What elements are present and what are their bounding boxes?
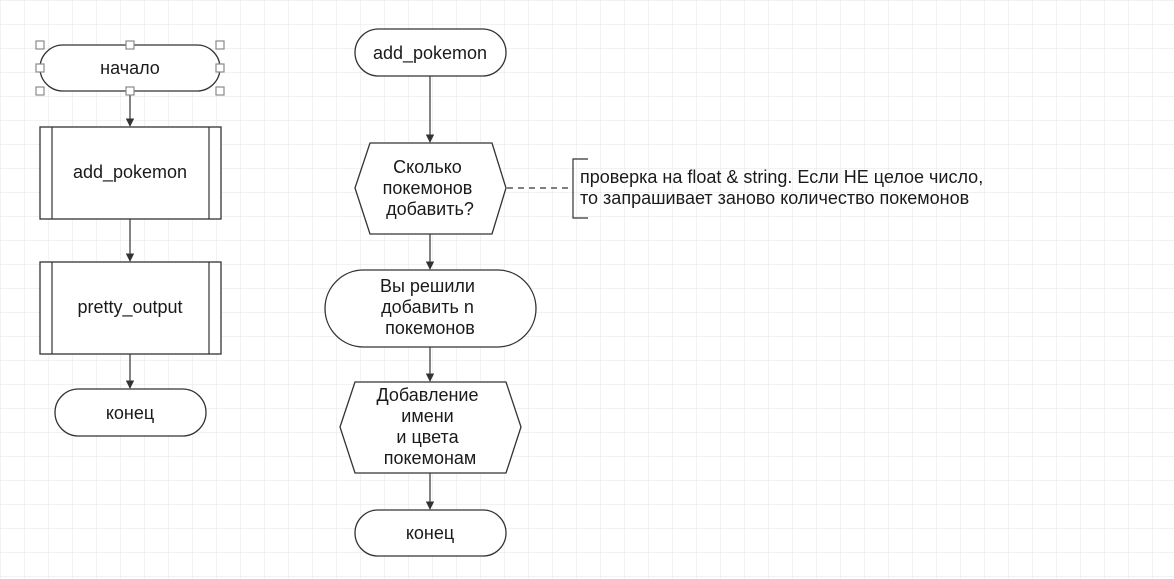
annotation-comment[interactable]: проверка на float & string. Если НЕ цело…: [572, 158, 988, 219]
question-line-2: покемонов: [383, 178, 473, 198]
resize-handle-bottom-right[interactable]: [215, 86, 225, 96]
resize-handle-top[interactable]: [125, 40, 135, 50]
resize-handle-bottom-left[interactable]: [35, 86, 45, 96]
add-pokemon-start-node[interactable]: add_pokemon: [354, 28, 507, 77]
action-line-1: Добавление: [377, 385, 479, 405]
action-node[interactable]: Добавление имени и цвета покемонам: [339, 381, 522, 474]
question-line-3: добавить?: [386, 199, 474, 219]
selection-handles[interactable]: [35, 40, 225, 96]
start-node-label: начало: [100, 58, 160, 78]
result-text: Вы решили добавить n покемонов: [380, 276, 480, 338]
result-node[interactable]: Вы решили добавить n покемонов: [324, 269, 537, 348]
question-node[interactable]: Сколько покемонов добавить?: [354, 142, 507, 235]
result-line-2: добавить n: [381, 297, 474, 317]
action-line-3: и цвета: [396, 427, 459, 447]
subprocess-pretty-output-label: pretty_output: [77, 297, 182, 318]
add-pokemon-end-node[interactable]: конец: [354, 509, 507, 557]
add-pokemon-start-label: add_pokemon: [373, 43, 487, 64]
annotation-bracket: [572, 158, 588, 219]
resize-handle-left[interactable]: [35, 63, 45, 73]
resize-handle-top-left[interactable]: [35, 40, 45, 50]
end-node[interactable]: конец: [54, 388, 207, 437]
subprocess-add-pokemon-label: add_pokemon: [73, 162, 187, 183]
result-line-3: покемонов: [385, 318, 475, 338]
subprocess-add-pokemon-node[interactable]: add_pokemon: [39, 126, 222, 220]
resize-handle-right[interactable]: [215, 63, 225, 73]
action-line-4: покемонам: [384, 448, 477, 468]
annotation-text: проверка на float & string. Если НЕ цело…: [580, 167, 988, 208]
resize-handle-bottom[interactable]: [125, 86, 135, 96]
subprocess-pretty-output-node[interactable]: pretty_output: [39, 261, 222, 355]
annotation-line-1: проверка на float & string. Если НЕ цело…: [580, 167, 983, 187]
action-text: Добавление имени и цвета покемонам: [377, 385, 484, 468]
add-pokemon-end-label: конец: [406, 523, 454, 543]
annotation-line-2: то запрашивает заново количество покемон…: [580, 188, 969, 208]
start-node[interactable]: начало: [39, 44, 221, 92]
result-line-1: Вы решили: [380, 276, 475, 296]
question-line-1: Сколько: [393, 157, 462, 177]
action-line-2: имени: [401, 406, 453, 426]
end-node-label: конец: [106, 403, 154, 423]
question-text: Сколько покемонов добавить?: [383, 157, 478, 219]
resize-handle-top-right[interactable]: [215, 40, 225, 50]
